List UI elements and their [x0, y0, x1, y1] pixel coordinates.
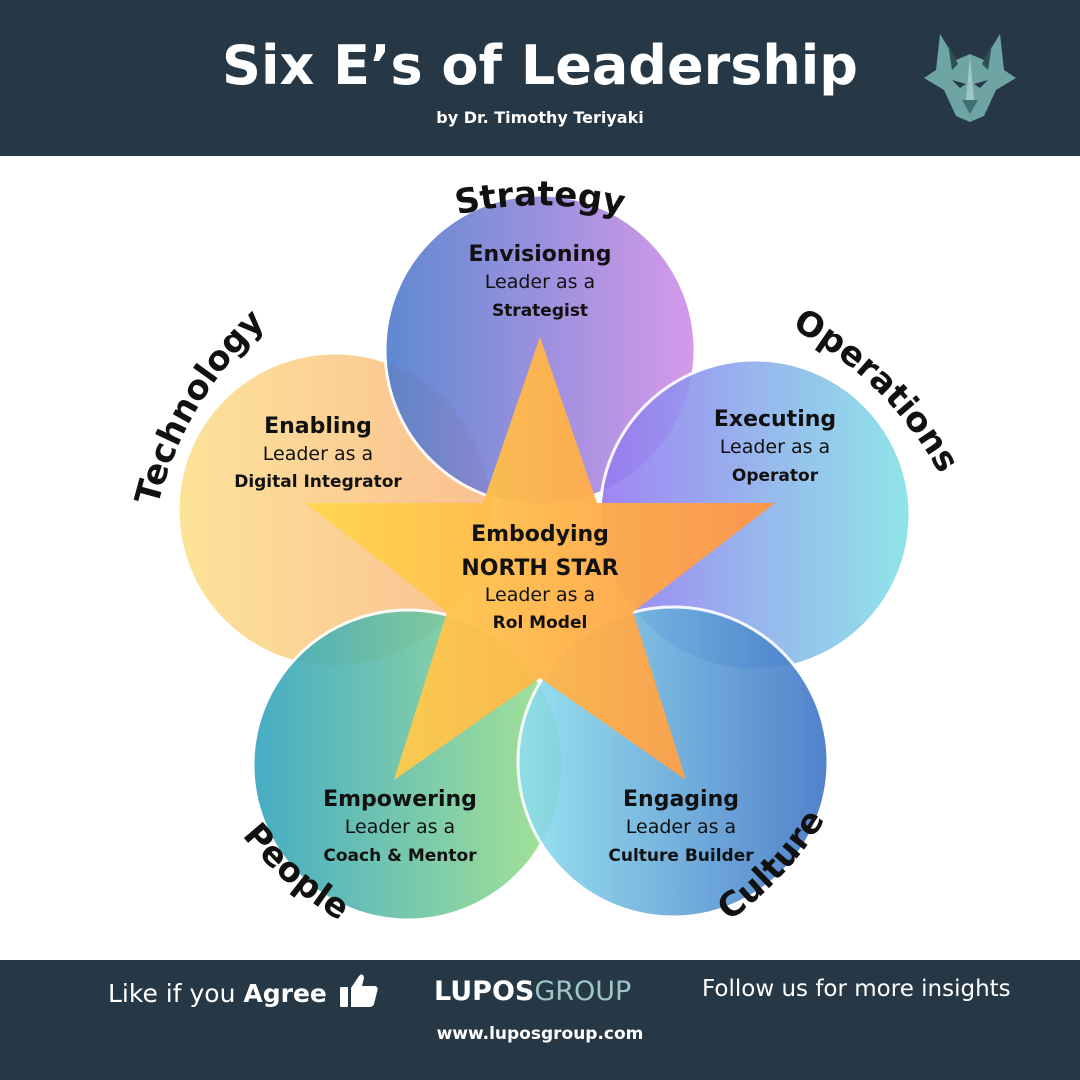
- like-prompt: Like if you Agree: [108, 972, 379, 1008]
- petal-name: Envisioning: [469, 242, 612, 267]
- petal-role-prefix: Leader as a: [345, 816, 455, 838]
- wolf-icon: [924, 34, 1016, 122]
- petal-role: Coach & Mentor: [323, 846, 477, 866]
- center-role: Rol Model: [493, 613, 588, 633]
- petal-text-culture: Engaging Leader as a Culture Builder: [608, 787, 754, 866]
- petal-name: Empowering: [323, 787, 477, 812]
- center-role-prefix: Leader as a: [485, 584, 595, 606]
- north-star-shape: [305, 337, 775, 780]
- petal-text-operations: Executing Leader as a Operator: [714, 407, 836, 486]
- petal-role: Operator: [732, 466, 819, 486]
- thumbs-up-icon[interactable]: [339, 972, 379, 1008]
- petal-text-people: Empowering Leader as a Coach & Mentor: [323, 787, 477, 866]
- petal-role: Digital Integrator: [234, 472, 402, 492]
- follow-prompt: Follow us for more insights: [702, 976, 1011, 1002]
- petal-role-prefix: Leader as a: [263, 443, 373, 465]
- website-link[interactable]: www.luposgroup.com: [436, 1024, 644, 1044]
- petal-role-prefix: Leader as a: [485, 271, 595, 293]
- petal-name: Executing: [714, 407, 836, 432]
- footer-bar: Like if you Agree LUPOSGROUP Follow us f…: [0, 960, 1080, 1080]
- petal-text-strategy: Envisioning Leader as a Strategist: [469, 242, 612, 321]
- page-subtitle: by Dr. Timothy Teriyaki: [436, 108, 644, 127]
- center-subname: NORTH STAR: [461, 556, 618, 581]
- petal-role-prefix: Leader as a: [720, 436, 830, 458]
- logo-part-group: GROUP: [534, 976, 632, 1007]
- lupos-group-logo: LUPOSGROUP: [434, 976, 631, 1007]
- petal-name: Enabling: [264, 414, 372, 439]
- header-bar: Six E’s of Leadership by Dr. Timothy Ter…: [0, 0, 1080, 156]
- petal-name: Engaging: [623, 787, 739, 812]
- leadership-diagram: Strategy Operations Culture People Techn…: [128, 174, 967, 928]
- petal-role: Strategist: [492, 301, 588, 321]
- logo-part-lupos: LUPOS: [434, 976, 535, 1007]
- like-text: Like if you: [108, 979, 244, 1008]
- like-bold-text: Agree: [243, 979, 327, 1008]
- petal-role-prefix: Leader as a: [626, 816, 736, 838]
- page-title: Six E’s of Leadership: [222, 34, 858, 97]
- north-star-text: Embodying NORTH STAR Leader as a Rol Mod…: [461, 522, 618, 633]
- petal-role: Culture Builder: [608, 846, 754, 866]
- petal-text-technology: Enabling Leader as a Digital Integrator: [234, 414, 402, 492]
- center-name: Embodying: [471, 522, 609, 547]
